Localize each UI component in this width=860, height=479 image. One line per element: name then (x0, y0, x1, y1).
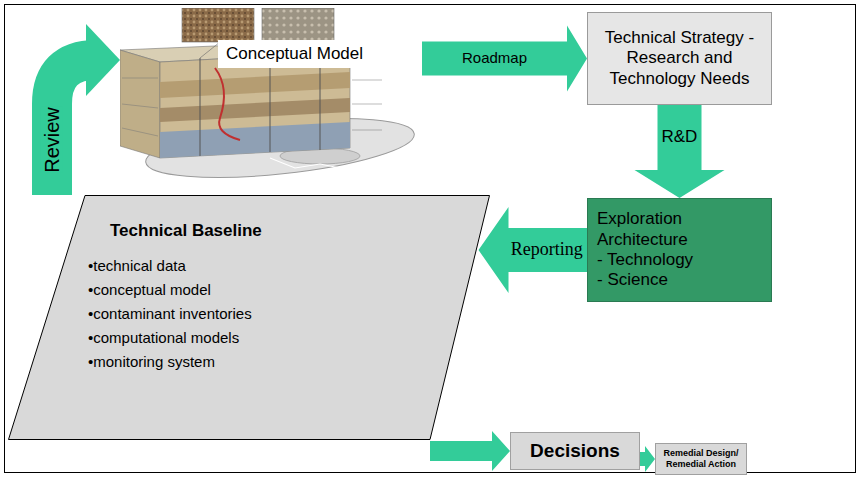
connector-label: R&D (662, 128, 698, 147)
node-label: Remedial Design/ Remedial Action (659, 448, 743, 470)
node-label: Exploration Architecture (597, 209, 762, 250)
connector-label: Review (41, 107, 63, 173)
bullet-item: •monitoring system (88, 353, 215, 370)
baseline-parallelogram: Technical Baseline •technical data •concep… (8, 195, 490, 440)
block-arrow-body (479, 207, 588, 293)
block-arrow-body (430, 431, 510, 471)
process-box: Technical Strategy - Research and Techno… (587, 12, 772, 105)
conceptual-model-node: Conceptual Model (120, 8, 422, 180)
bullet-item: •conceptual model (88, 281, 211, 298)
node-label: - Technology (597, 250, 693, 270)
block-arrow-body (635, 105, 725, 198)
parallelogram-outline (9, 196, 490, 440)
bullet-item: •technical data (88, 257, 186, 274)
process-box: Exploration Architecture- Technology- Sc… (587, 198, 772, 302)
connector-label: Roadmap (462, 50, 527, 67)
decision-box: Decisions (510, 432, 640, 470)
block-arrow-body (640, 446, 655, 472)
block-arrow (640, 446, 655, 472)
node-heading: Technical Baseline (110, 221, 262, 241)
review-arrow-head (86, 24, 120, 96)
conceptual-model-illustration (120, 8, 422, 180)
node-label: Decisions (530, 440, 620, 463)
block-arrow (430, 431, 510, 471)
block-arrow (635, 105, 725, 198)
node-label: Conceptual Model (218, 40, 371, 68)
block-arrow (479, 207, 588, 293)
connector-label: Reporting (511, 240, 583, 260)
block-arrow (422, 26, 587, 92)
bullet-item: •contaminant inventories (88, 305, 252, 322)
block-arrow-body (422, 26, 587, 92)
node-label: - Science (597, 270, 668, 290)
node-label: Technical Strategy - Research and Techno… (596, 28, 763, 89)
bullet-item: •computational models (88, 329, 239, 346)
process-box: Remedial Design/ Remedial Action (655, 443, 747, 475)
